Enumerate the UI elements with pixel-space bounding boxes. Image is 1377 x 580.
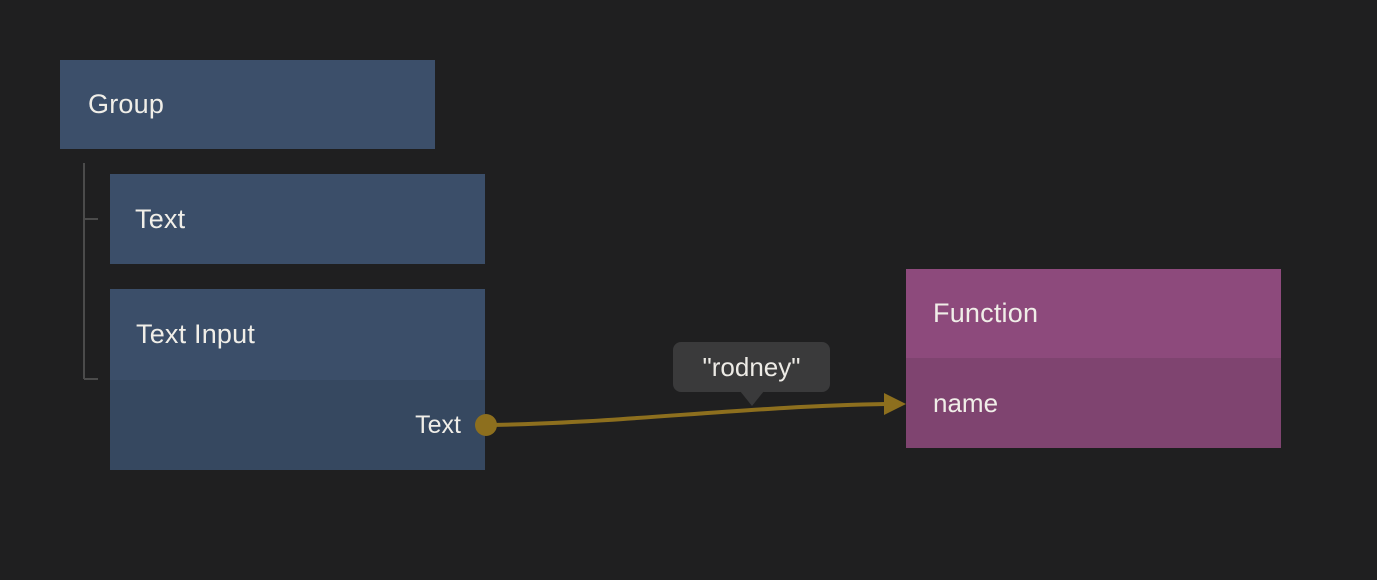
text-node-title: Text: [135, 203, 186, 234]
text-input-node-title: Text Input: [136, 319, 256, 349]
text-node[interactable]: Text: [110, 174, 485, 264]
group-node[interactable]: Group: [60, 60, 435, 149]
text-output-port-label: Text: [415, 410, 461, 439]
text-output-row: Text: [110, 380, 485, 470]
function-node-body: name: [906, 358, 1281, 448]
wire-value-tooltip: "rodney": [673, 342, 830, 406]
tooltip-pointer-icon: [740, 391, 764, 406]
wire-arrowhead-icon: [884, 393, 906, 415]
text-node-header[interactable]: Text: [110, 174, 485, 264]
text-input-node-body: Text: [110, 380, 485, 470]
text-input-node-header[interactable]: Text Input: [110, 289, 485, 380]
text-input-node[interactable]: Text Input Text: [110, 289, 485, 470]
connection-wire[interactable]: [485, 402, 887, 427]
function-node[interactable]: Function name: [906, 269, 1281, 448]
function-node-header[interactable]: Function: [906, 269, 1281, 358]
name-input-port-label: name: [933, 387, 999, 418]
group-node-title: Group: [88, 89, 165, 119]
group-node-header[interactable]: Group: [60, 60, 435, 149]
wire-value-text: "rodney": [702, 351, 801, 382]
function-node-title: Function: [933, 298, 1039, 328]
name-input-row: name: [906, 358, 1281, 448]
